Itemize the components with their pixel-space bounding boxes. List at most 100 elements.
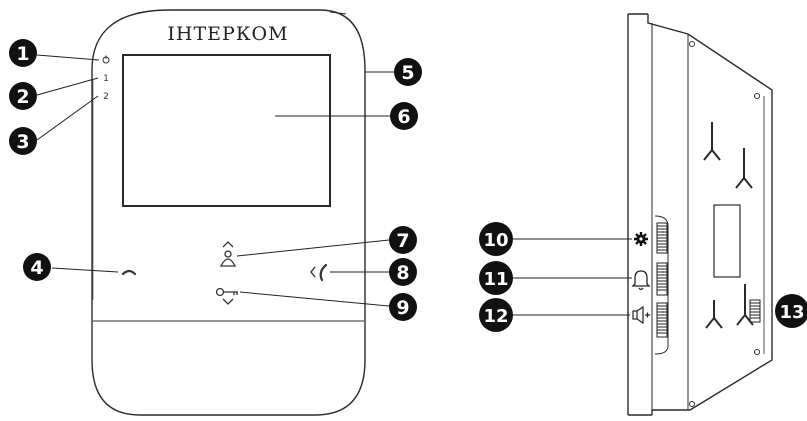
leader-line-2 <box>36 77 99 96</box>
unlock-button[interactable] <box>215 287 239 305</box>
bell-icon <box>631 270 651 291</box>
callout-8: 8 <box>389 258 417 286</box>
leader-line-4 <box>51 267 119 273</box>
callout-11: 11 <box>479 261 513 295</box>
mount-hole-top-left <box>689 41 695 47</box>
mount-hole-top-right <box>754 93 760 99</box>
callout-8-label: 8 <box>396 262 409 284</box>
back-wheel-body <box>749 299 761 323</box>
callout-10-label: 10 <box>483 230 508 251</box>
screen <box>122 54 331 207</box>
leader-line-9 <box>239 291 390 307</box>
callout-5-label: 5 <box>401 62 414 84</box>
callout-6-circle <box>390 102 418 130</box>
callout-2-circle <box>9 82 37 110</box>
callout-2-label: 2 <box>16 86 29 108</box>
callout-1-label: 1 <box>16 43 29 65</box>
callout-badges: 1 2 3 4 5 6 7 8 9 10 11 12 13 <box>9 39 807 332</box>
leader-line-3 <box>36 95 99 141</box>
bell-icon-body <box>631 270 651 287</box>
key-icon-head <box>215 287 225 297</box>
handset-down-icon <box>121 269 137 276</box>
callout-5: 5 <box>394 58 422 86</box>
callout-10: 10 <box>479 222 513 256</box>
callout-3-label: 3 <box>16 131 29 153</box>
y-slot-icon <box>735 148 753 189</box>
callout-11-circle <box>479 261 513 295</box>
callout-4: 4 <box>23 253 51 281</box>
volume-wheel[interactable] <box>656 302 668 338</box>
callout-4-label: 4 <box>30 257 43 279</box>
side-body <box>647 14 773 415</box>
side-view <box>627 13 773 416</box>
speaker-icon-cone <box>636 305 644 325</box>
key-icon <box>223 291 238 295</box>
front-housing <box>91 9 366 416</box>
person-icon-head <box>224 250 232 258</box>
front-top-edge-detail <box>329 11 347 15</box>
callout-12: 12 <box>479 298 513 332</box>
back-wheel[interactable] <box>749 299 761 323</box>
callout-7: 7 <box>389 226 417 254</box>
control-slot <box>654 215 669 355</box>
callout-4-circle <box>23 253 51 281</box>
front-view <box>91 9 366 416</box>
callout-1-circle <box>9 39 37 67</box>
speaker-icon <box>632 305 650 325</box>
gear-icon-hole <box>639 237 643 241</box>
settings-wheel-ridges <box>657 225 667 251</box>
callout-6-label: 6 <box>397 106 410 128</box>
callout-5-circle <box>394 58 422 86</box>
callout-2: 2 <box>9 82 37 110</box>
callout-13-circle <box>775 294 807 328</box>
callout-9-label: 9 <box>396 297 409 319</box>
led-1-label: 1 <box>103 74 109 84</box>
callout-13: 13 <box>775 294 807 328</box>
chime-wheel[interactable] <box>656 262 668 296</box>
wall-bracket <box>713 204 741 278</box>
brand-logo: ІНТЕРКОМ <box>167 23 288 45</box>
callout-10-circle <box>479 222 513 256</box>
settings-wheel[interactable] <box>656 222 668 254</box>
callout-3: 3 <box>9 127 37 155</box>
mount-hole-bottom-right <box>754 349 760 355</box>
back-wheel-ridges <box>750 302 760 319</box>
chevron-up-icon <box>222 241 234 248</box>
volume-wheel-body <box>656 302 668 338</box>
hangup-button[interactable] <box>121 269 137 276</box>
y-slot-icon <box>703 122 721 161</box>
leader-line-7 <box>236 239 390 257</box>
y-slot-icon <box>736 284 754 326</box>
bell-icon-clapper <box>638 287 644 291</box>
callout-8-circle <box>389 258 417 286</box>
callout-9: 9 <box>389 293 417 321</box>
gear-icon <box>634 232 648 246</box>
power-led <box>102 55 110 64</box>
person-icon <box>219 258 237 267</box>
speaker-icon-plus <box>645 312 650 318</box>
callout-12-label: 12 <box>483 306 508 327</box>
volume-wheel-ridges <box>657 305 667 334</box>
chevron-down-icon <box>222 298 234 305</box>
leader-line-1 <box>36 54 100 61</box>
handset-up-icon <box>319 263 328 282</box>
chime-wheel-body <box>656 262 668 296</box>
mount-hole-bottom-left <box>689 401 695 407</box>
speaker-icon-box <box>632 310 638 320</box>
callout-3-circle <box>9 127 37 155</box>
y-slot-icon <box>705 300 723 329</box>
callout-7-label: 7 <box>396 230 409 252</box>
callout-7-circle <box>389 226 417 254</box>
callout-13-label: 13 <box>779 302 804 323</box>
chevron-left-icon <box>310 266 316 278</box>
callout-9-circle <box>389 293 417 321</box>
monitor-button[interactable] <box>219 241 237 267</box>
callout-11-label: 11 <box>483 269 508 290</box>
callout-1: 1 <box>9 39 37 67</box>
answer-button[interactable] <box>310 263 328 282</box>
callout-6: 6 <box>390 102 418 130</box>
leader-lines <box>36 54 632 316</box>
callout-12-circle <box>479 298 513 332</box>
chime-wheel-ridges <box>657 265 667 291</box>
led-2-label: 2 <box>103 92 109 102</box>
